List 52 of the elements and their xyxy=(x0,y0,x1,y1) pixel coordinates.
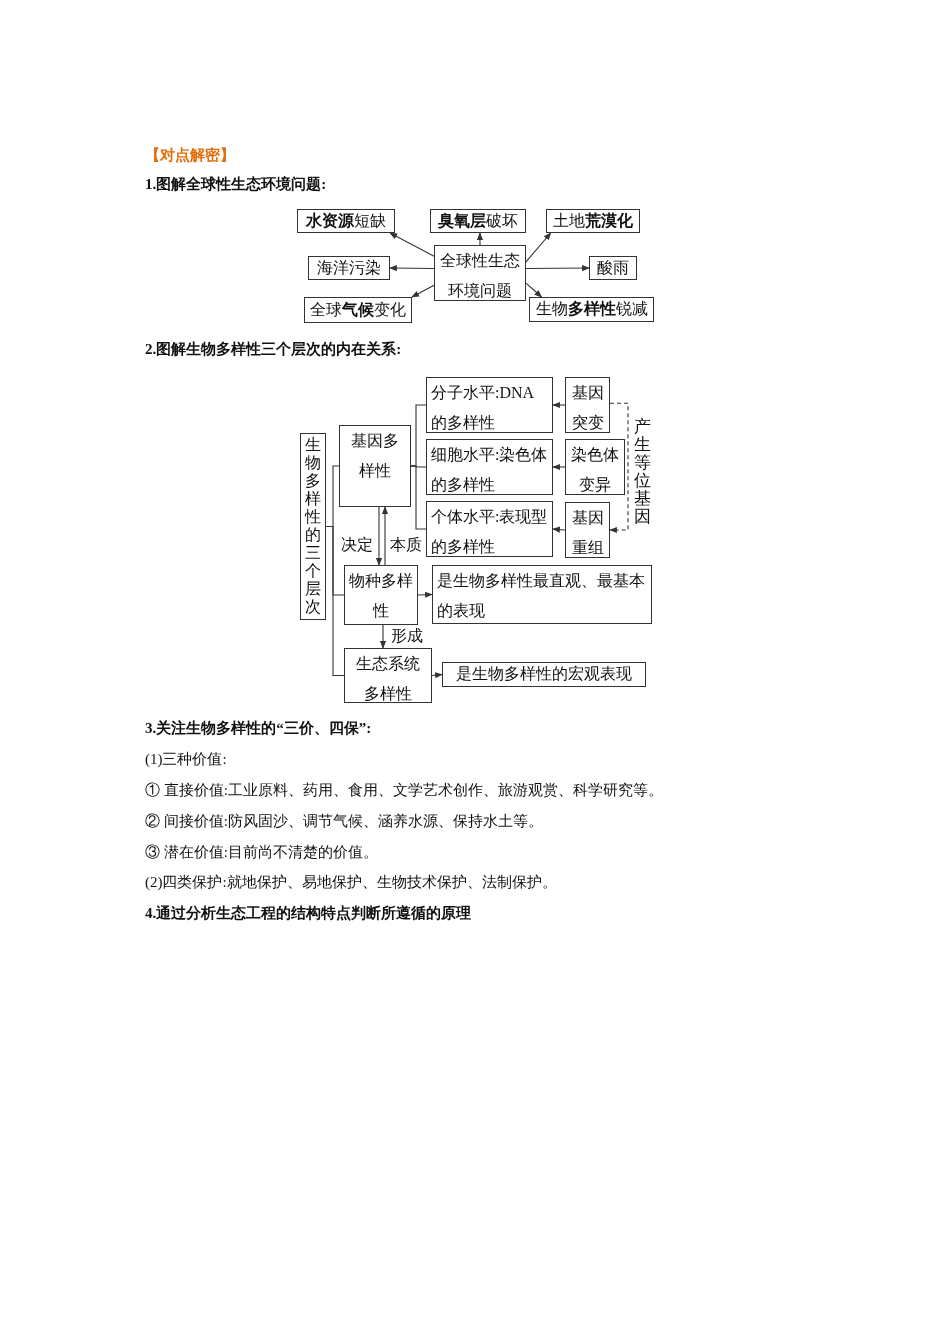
text-box: 基因突变 xyxy=(565,377,610,433)
text-line: ③ 潜在价值:目前尚不清楚的价值。 xyxy=(145,843,378,862)
text-box: 臭氧层破坏 xyxy=(430,209,526,233)
arrow xyxy=(381,506,389,566)
text-box: 水资源短缺 xyxy=(297,209,395,233)
edge-label: 决定 xyxy=(341,536,373,554)
arrow xyxy=(525,265,590,272)
arrow xyxy=(552,463,566,471)
text-box: 生物多样性的三个层次 xyxy=(300,433,326,620)
section-heading: 【对点解密】 xyxy=(145,146,235,165)
text-line: ② 间接价值:防风固沙、调节气候、涵养水源、保持水土等。 xyxy=(145,812,543,831)
arrow xyxy=(411,284,435,298)
text-box: 土地荒漠化 xyxy=(546,209,640,233)
section-heading: 4.通过分析生态工程的结构特点判断所遵循的原理 xyxy=(145,904,472,923)
text-line: (2)四类保护:就地保护、易地保护、生物技术保护、法制保护。 xyxy=(145,873,557,892)
arrow xyxy=(389,265,435,272)
arrow xyxy=(552,401,566,409)
arrow xyxy=(609,402,629,534)
arrow xyxy=(476,232,484,246)
text-box: 是生物多样性的宏观表现 xyxy=(442,662,646,687)
arrow xyxy=(379,624,387,649)
section-heading: 3.关注生物多样性的“三价、四保”: xyxy=(145,719,372,738)
arrow xyxy=(525,282,543,298)
section-heading: 2.图解生物多样性三个层次的内在关系: xyxy=(145,340,402,359)
arrow xyxy=(417,591,433,598)
text-box: 分子水平:DNA的多样性 xyxy=(426,377,553,433)
text-box: 生态系统多样性 xyxy=(344,648,432,703)
arrow xyxy=(431,672,443,679)
text-box: 基因多样性 xyxy=(339,425,411,507)
text-box: 全球性生态环境问题 xyxy=(434,245,526,301)
text-box: 细胞水平:染色体的多样性 xyxy=(426,439,553,495)
text-line: (1)三种价值: xyxy=(145,750,227,769)
text-box: 生物多样性锐减 xyxy=(529,297,654,322)
text-box: 全球气候变化 xyxy=(304,297,412,323)
text-box: 个体水平:表现型的多样性 xyxy=(426,501,553,557)
text-box: 是生物多样性最直观、最基本的表现 xyxy=(432,565,652,624)
arrow xyxy=(552,526,566,533)
arrow xyxy=(375,506,383,566)
arrow xyxy=(389,232,435,257)
text-box: 基因重组 xyxy=(565,502,610,558)
text-box: 酸雨 xyxy=(589,256,637,280)
text-box: 染色体变异 xyxy=(565,439,625,495)
connector-line xyxy=(410,465,427,530)
connector-line xyxy=(325,525,345,677)
text-box: 物种多样性 xyxy=(344,565,418,625)
arrow xyxy=(525,232,552,263)
edge-label: 产生等位基因 xyxy=(634,418,651,526)
edge-label: 本质 xyxy=(390,536,422,554)
text-line: ① 直接价值:工业原料、药用、食用、文学艺术创作、旅游观赏、科学研究等。 xyxy=(145,781,663,800)
edge-label: 形成 xyxy=(391,627,423,645)
section-heading: 1.图解全球性生态环境问题: xyxy=(145,175,327,194)
text-box: 海洋污染 xyxy=(308,256,390,280)
